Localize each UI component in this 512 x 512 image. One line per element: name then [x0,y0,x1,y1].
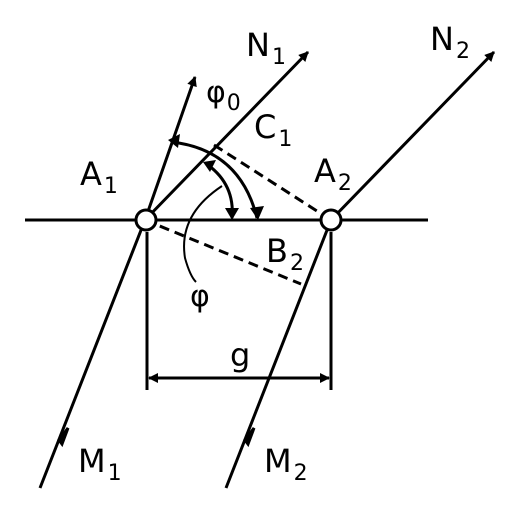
label-n2: N2 [430,20,470,64]
angle-arc-phi0-arrow-start [168,134,180,148]
label-m2: M2 [264,442,308,486]
angle-arc-phi-arrow-end [225,208,239,220]
label-c1: C1 [254,108,292,152]
incident-ray-m1 [38,219,147,489]
label-b2: B2 [266,232,304,276]
dashed-line-b2 [144,218,302,286]
label-phi0: φ0 [206,75,241,116]
phi-leader-line [183,185,223,283]
slit-a2 [319,208,343,232]
angle-arc-phi-arrow-start [203,160,216,172]
angle-arc-phi0 [171,140,259,219]
label-a1: A1 [80,155,118,199]
slit-a1 [134,208,158,232]
dashed-line-c1 [213,143,332,222]
label-g: g [230,336,250,374]
label-n1: N1 [246,26,286,70]
incident-ray-m2 [224,219,333,489]
incident-arrow-m1 [57,427,70,448]
label-phi: φ [190,279,210,314]
angle-arc-phi0-arrow-end [250,206,264,220]
label-a2: A2 [314,152,352,196]
diffracted-ray-n2 [329,50,496,222]
zero-order-ray [143,76,197,221]
label-m1: M1 [78,442,122,486]
diffracted-ray-n1 [143,50,310,222]
incident-arrow-m2 [243,427,256,448]
